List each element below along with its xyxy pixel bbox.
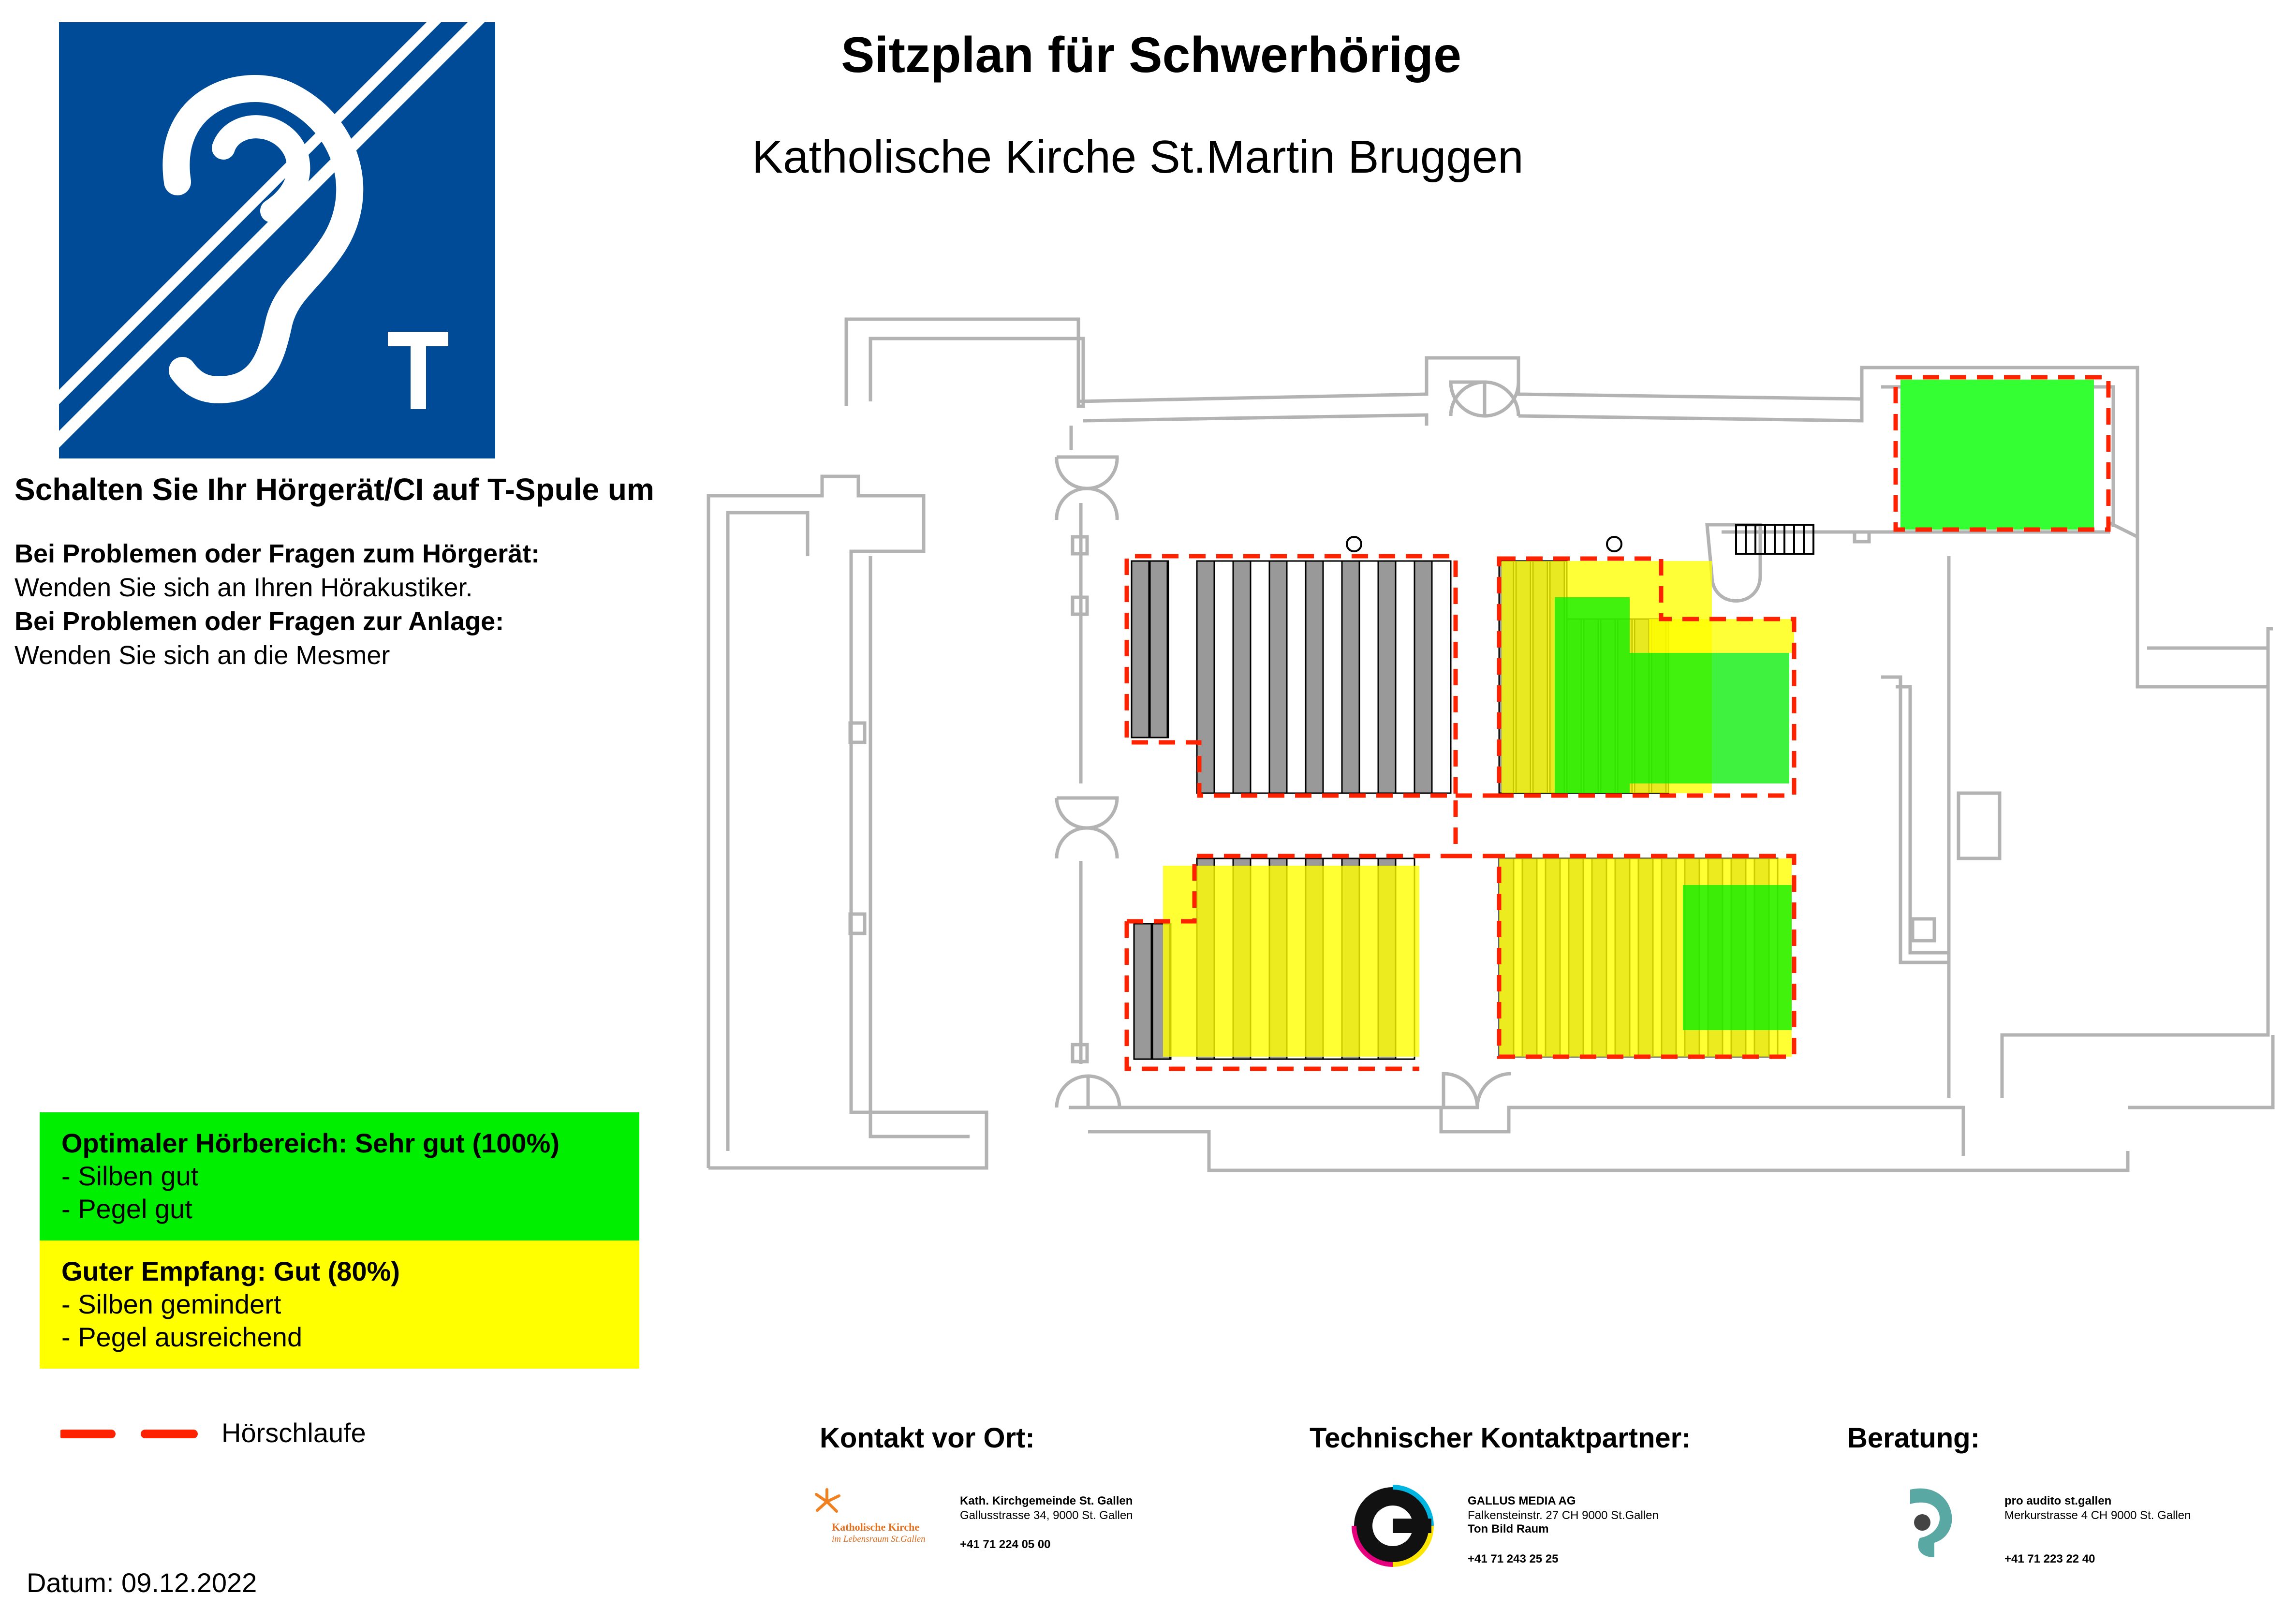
pew-gap: [1166, 560, 1169, 738]
pew: [1131, 560, 1150, 738]
column-marker: [1346, 536, 1362, 552]
good-zone: [1163, 866, 1419, 1057]
ear-outer: [162, 75, 364, 404]
pew-gap: [1431, 560, 1452, 794]
doors: [1055, 380, 1520, 1109]
legend-good: Guter Empfang: Gut (80%) - Silben gemind…: [40, 1240, 639, 1369]
help-heading: Bei Problemen oder Fragen zur Anlage:: [15, 607, 504, 636]
pew: [1377, 560, 1397, 794]
contact-address: Falkensteinstr. 27 CH 9000 St.Gallen: [1468, 1509, 1659, 1522]
contact-name: pro audito st.gallen: [2004, 1494, 2112, 1507]
legend-heading: Guter Empfang: Gut (80%): [61, 1256, 400, 1286]
stairs: [1735, 524, 1814, 555]
pew-gap: [1358, 560, 1379, 794]
pew: [1149, 560, 1168, 738]
contact-phone: +41 71 223 22 40: [2004, 1552, 2095, 1565]
pew: [1232, 560, 1252, 794]
legend-line: - Pegel ausreichend: [61, 1322, 303, 1352]
pew: [1268, 560, 1288, 794]
contact-phone: +41 71 243 25 25: [1468, 1552, 1559, 1565]
help-text-line: Wenden Sie sich an die Mesmer: [15, 641, 390, 670]
pew-gap: [1213, 560, 1234, 794]
hearing-loop: [1124, 921, 1419, 1071]
optimal-zone: [1683, 885, 1792, 1030]
ear-inner: [212, 115, 310, 222]
legend-line: - Silben gemindert: [61, 1289, 281, 1319]
pew: [1414, 560, 1433, 794]
contact-name: GALLUS MEDIA AG: [1468, 1494, 1576, 1507]
pew: [1133, 923, 1152, 1060]
hearing-loop-t-icon: [59, 22, 495, 458]
hearing-loop: [1124, 554, 1458, 798]
pew: [1341, 560, 1360, 794]
date-stamp: Datum: 09.12.2022: [27, 1567, 257, 1598]
optimal-zone: [1900, 380, 2094, 530]
pew-gap: [1395, 560, 1415, 794]
loop-legend-label: Hörschlaufe: [221, 1417, 366, 1448]
pew: [1305, 560, 1324, 794]
hearing-loop: [1893, 375, 2111, 532]
legend-line: - Silben gut: [61, 1161, 199, 1191]
good-zone: [1649, 619, 1794, 653]
walls: [707, 317, 2275, 1172]
contact-address: Gallusstrasse 34, 9000 St. Gallen: [960, 1509, 1133, 1522]
column-marker: [1606, 536, 1622, 552]
legend-optimal: Optimaler Hörbereich: Sehr gut (100%) - …: [40, 1112, 639, 1240]
hearing-loop: [1456, 854, 1797, 1059]
contact-address: Merkurstrasse 4 CH 9000 St. Gallen: [2004, 1509, 2191, 1522]
contact-heading: Beratung:: [1847, 1422, 1980, 1454]
kath-kirche-logo-text: Katholische Kirche: [832, 1521, 920, 1533]
hearing-loop: [1127, 796, 1458, 924]
contact-name: Kath. Kirchgemeinde St. Gallen: [960, 1494, 1133, 1507]
legend-line: - Pegel gut: [61, 1194, 192, 1224]
strike-bar: [59, 22, 485, 448]
floor-plan: [707, 317, 2275, 1172]
loop-legend-swatch: [60, 1430, 201, 1438]
pro-audito-logo-icon: [1910, 1488, 1952, 1557]
kath-kirche-logo-subtext: im Lebensraum St.Gallen: [832, 1534, 926, 1544]
pew-gap: [1286, 560, 1307, 794]
contact-phone: +41 71 224 05 00: [960, 1538, 1051, 1551]
help-text: Bei Problemen oder Fragen zum Hörgerät: …: [15, 537, 540, 672]
help-heading: Bei Problemen oder Fragen zum Hörgerät:: [15, 539, 540, 568]
gallus-media-logo-icon: [1352, 1485, 1434, 1567]
optimal-zone: [1630, 653, 1789, 783]
contact-heading: Technischer Kontaktpartner:: [1310, 1422, 1691, 1454]
page-title: Sitzplan für Schwerhörige: [841, 27, 1461, 83]
pew: [1196, 560, 1215, 794]
optimal-zone: [1555, 597, 1630, 793]
contact-tagline: Ton Bild Raum: [1468, 1522, 1549, 1535]
t-coil-instruction: Schalten Sie Ihr Hörgerät/CI auf T-Spule…: [15, 472, 654, 507]
t-letter: [411, 332, 426, 409]
pew-gap: [1322, 560, 1343, 794]
pew-gap: [1250, 560, 1270, 794]
help-text-line: Wenden Sie sich an Ihren Hörakustiker.: [15, 573, 473, 602]
page-subtitle: Katholische Kirche St.Martin Bruggen: [752, 131, 1524, 183]
contact-heading: Kontakt vor Ort:: [820, 1422, 1035, 1454]
hearing-loops: [1124, 375, 2111, 1071]
legend-heading: Optimaler Hörbereich: Sehr gut (100%): [61, 1128, 560, 1158]
coverage-zones: [1163, 380, 2094, 1058]
kath-kirche-logo-icon: [815, 1488, 840, 1513]
